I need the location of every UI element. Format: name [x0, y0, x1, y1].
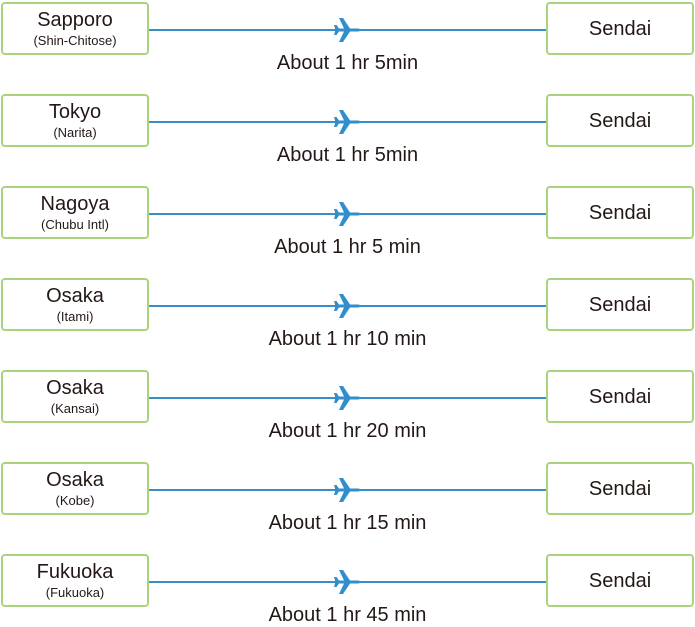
airplane-icon — [334, 478, 361, 502]
origin-airport: (Narita) — [53, 124, 97, 140]
origin-airport: (Fukuoka) — [45, 584, 105, 600]
route-row: Sapporo (Shin-Chitose) About 1 hr 5min S… — [0, 1, 695, 74]
origin-city: Fukuoka — [36, 560, 114, 583]
origin-city: Tokyo — [48, 100, 102, 123]
destination-city: Sendai — [588, 201, 652, 224]
flight-duration: About 1 hr 5min — [276, 144, 419, 166]
route-row: Tokyo (Narita) About 1 hr 5min Sendai — [0, 93, 695, 166]
destination-city: Sendai — [588, 17, 652, 40]
destination-box: Sendai — [546, 370, 694, 423]
route-row: Osaka (Itami) About 1 hr 10 min Sendai — [0, 277, 695, 350]
flight-duration: About 1 hr 15 min — [268, 512, 427, 534]
origin-airport: (Kobe) — [55, 492, 95, 508]
flight-duration: About 1 hr 20 min — [268, 420, 427, 442]
origin-box: Osaka (Itami) — [1, 278, 149, 331]
origin-city: Sapporo — [37, 8, 113, 31]
destination-city: Sendai — [588, 109, 652, 132]
origin-box: Sapporo (Shin-Chitose) — [1, 2, 149, 55]
airplane-icon — [334, 202, 361, 226]
route-row: Osaka (Kansai) About 1 hr 20 min Sendai — [0, 369, 695, 442]
route-row: Fukuoka (Fukuoka) About 1 hr 45 min Send… — [0, 553, 695, 626]
destination-city: Sendai — [588, 569, 652, 592]
destination-city: Sendai — [588, 293, 652, 316]
origin-box: Tokyo (Narita) — [1, 94, 149, 147]
flight-duration: About 1 hr 5 min — [274, 236, 421, 258]
origin-box: Fukuoka (Fukuoka) — [1, 554, 149, 607]
destination-box: Sendai — [546, 278, 694, 331]
route-row: Osaka (Kobe) About 1 hr 15 min Sendai — [0, 461, 695, 534]
destination-box: Sendai — [546, 554, 694, 607]
flight-duration: About 1 hr 5min — [276, 52, 419, 74]
origin-box: Osaka (Kansai) — [1, 370, 149, 423]
airplane-icon — [334, 110, 361, 134]
airplane-icon — [334, 18, 361, 42]
origin-airport: (Shin-Chitose) — [33, 32, 117, 48]
destination-city: Sendai — [588, 385, 652, 408]
airplane-icon — [334, 570, 361, 594]
origin-airport: (Itami) — [56, 308, 94, 324]
route-row: Nagoya (Chubu Intl) About 1 hr 5 min Sen… — [0, 185, 695, 258]
origin-city: Nagoya — [40, 192, 110, 215]
airplane-icon — [334, 386, 361, 410]
destination-box: Sendai — [546, 186, 694, 239]
origin-airport: (Kansai) — [50, 400, 100, 416]
origin-city: Osaka — [46, 468, 104, 491]
destination-box: Sendai — [546, 2, 694, 55]
destination-city: Sendai — [588, 477, 652, 500]
flight-duration: About 1 hr 10 min — [268, 328, 427, 350]
airplane-icon — [334, 294, 361, 318]
flight-duration: About 1 hr 45 min — [268, 604, 427, 626]
origin-airport: (Chubu Intl) — [41, 216, 109, 232]
origin-city: Osaka — [46, 284, 104, 307]
origin-box: Nagoya (Chubu Intl) — [1, 186, 149, 239]
origin-city: Osaka — [46, 376, 104, 399]
origin-box: Osaka (Kobe) — [1, 462, 149, 515]
destination-box: Sendai — [546, 462, 694, 515]
destination-box: Sendai — [546, 94, 694, 147]
